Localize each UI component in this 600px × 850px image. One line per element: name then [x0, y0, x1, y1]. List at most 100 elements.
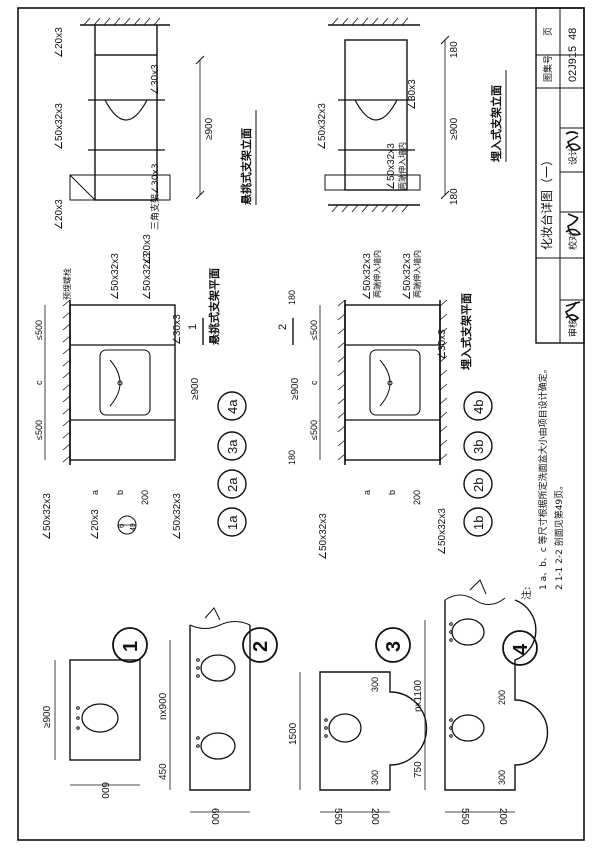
label-elev-20x3-bottom: ∠20x3: [54, 199, 65, 230]
dim-t4-200-b: 200: [497, 808, 508, 825]
dim-t3-300-bottom: 300: [370, 770, 380, 785]
marker-2a-label: 2a: [225, 477, 240, 492]
support-markers-b: 1b 2b 3b 4b: [463, 391, 493, 537]
marker-3b-label: 3b: [471, 440, 486, 454]
dim-t3-1500: 1500: [288, 722, 299, 745]
support-markers-a: 1a 2a 3a 4a: [217, 391, 247, 537]
signature-check: [565, 213, 582, 236]
notes-heading: 注:: [520, 587, 533, 600]
dim-plan-le500-top: ≤500: [34, 320, 44, 340]
embedded-plan: 2 180 ≤500 c ≤500 180 ≥900 ∠50x32x3 两端伸入…: [277, 250, 493, 560]
label-eplan-50x32x3-a: ∠50x32x3: [362, 253, 373, 300]
label-plan-20x3: ∠20x3: [142, 234, 153, 265]
plan-type-3-label: 3: [383, 641, 405, 652]
title-block: 化妆台详图（一） 图集号 02J915 页 48 审核 校对 设计: [535, 7, 585, 344]
dim-plan-le500-bottom: ≤500: [34, 420, 44, 440]
detail-ref-sheet: 49: [130, 523, 137, 531]
dim-t3-200: 200: [369, 808, 380, 825]
label-tri-support: 三角支架∠30x3: [149, 163, 161, 230]
marker-3a[interactable]: [217, 431, 247, 461]
label-eplan-50x32x3-c: ∠50x32x3: [318, 513, 329, 560]
marker-2b-label: 2b: [471, 478, 486, 492]
label-embed-into-wall: 两端伸入墙内: [397, 142, 407, 190]
dim-eplan-le500-bottom: ≤500: [309, 420, 319, 440]
label-elev-30x3: ∠30x3: [150, 64, 161, 95]
label-embed-50x32x3: ∠50x32x3: [317, 103, 328, 150]
dim-t1-600: 600: [99, 782, 110, 799]
notes-block: 注: 1 a、b、c 等尺寸根据所定洗面盆大小由项目设计确定。 2 1-1 2-…: [520, 364, 565, 600]
marker-3a-label: 3a: [225, 439, 240, 454]
dim-plan-c: c: [34, 380, 44, 385]
plan-type-2-circle[interactable]: [242, 627, 278, 663]
suspended-elevation: ≥900 ∠20x3 ∠50x32x3 ∠20x3 ∠30x3 三角支架∠30x…: [54, 17, 257, 230]
marker-4a[interactable]: [217, 391, 247, 421]
marker-1a-label: 1a: [225, 515, 240, 530]
dim-t4-nx1100: nx1100: [413, 679, 424, 712]
embedded-elevation: 180 ≥900 180 ∠50x32x3 ∠30x3 ∠50x32x3 两端伸…: [317, 17, 507, 213]
marker-2b[interactable]: [463, 469, 493, 499]
plan-type-1-label: 1: [120, 641, 142, 652]
dim-eplan-180-bottom: 180: [287, 450, 297, 465]
plan-type-3-circle[interactable]: [375, 627, 411, 663]
caption-embedded-plan: 埋入式支架平面: [459, 293, 473, 370]
dim-t2-600: 600: [209, 808, 220, 825]
label-plan-50x32x3-top2: ∠50x32x3: [142, 253, 153, 300]
dim-embed-ge900: ≥900: [449, 117, 460, 140]
label-eplan-50x32x3-b: ∠50x32x3: [402, 253, 413, 300]
marker-1b[interactable]: [463, 507, 493, 537]
dim-eplan-c: c: [309, 380, 319, 385]
caption-embedded-elevation: 埋入式支架立面: [489, 85, 503, 162]
caption-suspended-elevation: 悬挑式支架立面: [239, 128, 253, 206]
plan-type-4-label: 4: [510, 643, 532, 655]
dim-t2-450: 450: [158, 763, 169, 780]
label-plan-50x32x3-b1: ∠50x32x3: [42, 493, 53, 540]
dim-elev-ge900: ≥900: [204, 117, 215, 140]
marker-4b[interactable]: [463, 391, 493, 421]
dim-eplan-180-top: 180: [287, 290, 297, 305]
dim-t1-ge900: ≥900: [42, 705, 53, 728]
label-plan-50x32x3-top: ∠50x32x3: [110, 253, 121, 300]
page-label: 页: [543, 27, 554, 36]
dim-plan-b: b: [115, 490, 125, 495]
counter-type-2: nx900 450 600 2: [158, 607, 278, 825]
marker-2a[interactable]: [217, 469, 247, 499]
dim-t3-300-top: 300: [370, 677, 380, 692]
dim-eplan-200: 200: [412, 490, 422, 505]
dim-t4-750: 750: [413, 761, 424, 778]
label-plan-20x3-b: ∠20x3: [90, 509, 101, 540]
marker-1b-label: 1b: [471, 516, 486, 530]
label-eplan-50x32x3-d: ∠50x32x3: [437, 508, 448, 555]
page-number: 48: [567, 28, 579, 40]
section-2-top: 2: [277, 324, 289, 330]
dim-embed-180-bottom: 180: [449, 188, 460, 205]
dim-eplan-ge900: ≥900: [290, 377, 301, 400]
signature-design: [565, 131, 582, 151]
check-label: 校对: [567, 232, 579, 250]
counter-type-4: nx1100 750 200 300 550 200 4: [413, 579, 549, 825]
label-elev-20x3-top: ∠20x3: [54, 27, 65, 58]
plan-type-1-circle[interactable]: [112, 627, 148, 663]
section-1-top: 1: [187, 324, 199, 330]
label-eplan-into-wall-a: 两端伸入墙内: [372, 250, 382, 298]
label-pre-buried: 预埋螺栓: [62, 268, 72, 300]
detail-ref-no: 6: [117, 523, 126, 528]
review-label: 审核: [567, 319, 579, 337]
notes-line-2: 2 1-1 2-2 剖面见第49页。: [553, 481, 565, 590]
marker-4a-label: 4a: [225, 399, 240, 414]
dim-plan-ge900: ≥900: [190, 377, 201, 400]
label-plan-30x3: ∠30x3: [172, 314, 183, 345]
marker-3b[interactable]: [463, 431, 493, 461]
dim-t4-550: 550: [459, 808, 470, 825]
dim-eplan-le500-top: ≤500: [309, 320, 319, 340]
label-elev-50x32x3: ∠50x32x3: [54, 103, 65, 150]
dim-plan-200: 200: [140, 490, 150, 505]
dim-eplan-b: b: [387, 490, 397, 495]
caption-suspended-plan: 悬挑式支架平面: [207, 268, 221, 346]
counter-type-3: 1500 300 300 550 200 3: [288, 627, 428, 825]
atlas-label: 图集号: [542, 55, 554, 82]
dim-t4-200: 200: [497, 690, 507, 705]
dim-plan-a: a: [90, 490, 100, 495]
plan-type-4-circle[interactable]: [502, 630, 538, 666]
marker-1a[interactable]: [217, 507, 247, 537]
signature-review: [564, 301, 581, 321]
